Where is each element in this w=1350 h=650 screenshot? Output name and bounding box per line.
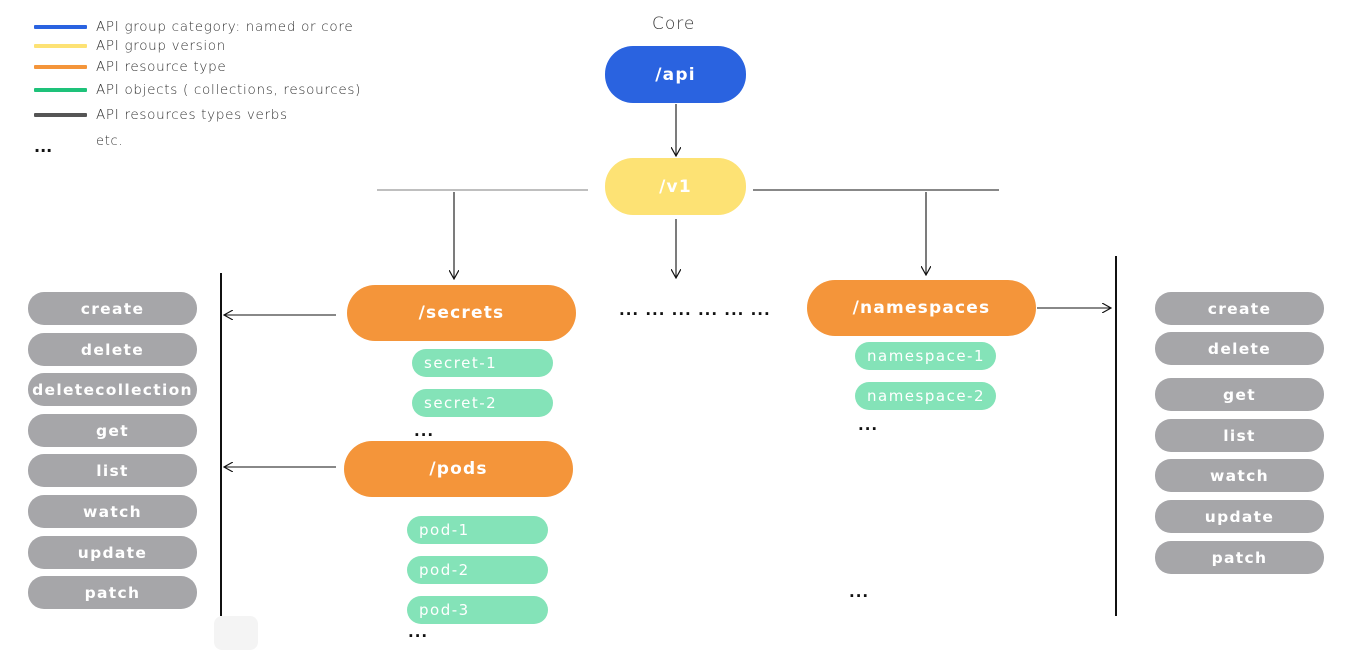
legend-swatch (34, 113, 87, 117)
v1-node: /v1 (605, 158, 746, 215)
legend-item: API group version (34, 36, 226, 56)
legend-item: API resources types verbs (34, 105, 288, 125)
verb-update: update (28, 536, 197, 569)
verb-watch: watch (28, 495, 197, 528)
verb-create: create (28, 292, 197, 325)
legend-item: API objects ( collections, resources) (34, 80, 361, 100)
more-bottom-ellipsis: ... (849, 583, 870, 601)
more-namespaces-ellipsis: ... (858, 416, 879, 434)
legend-swatch (34, 25, 87, 29)
legend-etc-dots: ... (34, 137, 53, 156)
legend-label: API objects ( collections, resources) (96, 82, 362, 98)
legend-label: API resources types verbs (96, 107, 288, 123)
pods-node: /pods (344, 441, 573, 497)
legend-item: API resource type (34, 57, 226, 77)
more-resources-ellipsis: ... ... ... ... ... ... (619, 301, 771, 319)
legend-swatch (34, 65, 87, 69)
verb-watch: watch (1155, 459, 1324, 492)
legend-label: API resource type (96, 59, 227, 75)
verb-patch: patch (28, 576, 197, 609)
core-title: Core (652, 14, 696, 34)
api-node: /api (605, 46, 746, 103)
pod-object: pod-2 (407, 556, 548, 584)
verb-get: get (1155, 378, 1324, 411)
legend-item: API group category: named or core (34, 17, 353, 37)
more-secrets-ellipsis: ... (414, 422, 435, 440)
verb-get: get (28, 414, 197, 447)
secret-object: secret-2 (412, 389, 553, 417)
legend-label: API group category: named or core (96, 19, 354, 35)
secret-object: secret-1 (412, 349, 553, 377)
verb-update: update (1155, 500, 1324, 533)
namespace-object: namespace-1 (855, 342, 996, 370)
verb-delete: delete (28, 333, 197, 366)
namespace-object: namespace-2 (855, 382, 996, 410)
more-pods-ellipsis: ... (408, 623, 429, 641)
verb-list: list (1155, 419, 1324, 452)
secrets-node: /secrets (347, 285, 576, 341)
faint-smudge (214, 616, 258, 650)
legend-label: API group version (96, 38, 227, 54)
verb-delete: delete (1155, 332, 1324, 365)
pod-object: pod-3 (407, 596, 548, 624)
verb-deletecollection: deletecollection (28, 373, 197, 406)
verb-list: list (28, 454, 197, 487)
legend-etc-label: etc. (96, 133, 124, 149)
verb-patch: patch (1155, 541, 1324, 574)
legend-item-etc: ... etc. (34, 131, 124, 156)
namespaces-node: /namespaces (807, 280, 1036, 336)
verb-create: create (1155, 292, 1324, 325)
legend-swatch (34, 44, 87, 48)
pod-object: pod-1 (407, 516, 548, 544)
legend-swatch (34, 88, 87, 92)
